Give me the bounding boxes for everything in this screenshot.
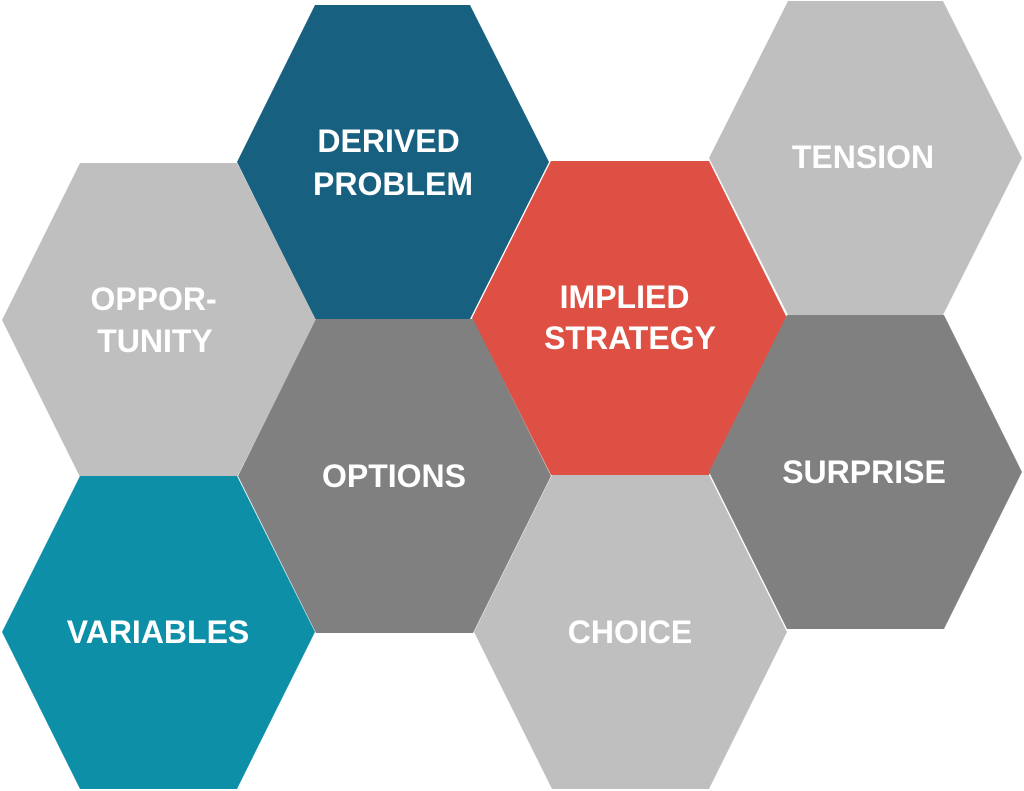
hex-options-shape xyxy=(238,319,551,633)
hex-tension-shape xyxy=(709,1,1022,315)
hex-implied-strategy: IMPLIED STRATEGY xyxy=(472,161,787,475)
hex-options: OPTIONS xyxy=(238,319,551,633)
hex-surprise: SURPRISE xyxy=(709,315,1022,629)
hex-tension: TENSION xyxy=(709,1,1022,315)
hex-tension-label-1: TENSION xyxy=(792,139,934,175)
hex-opportunity-shape xyxy=(2,163,316,477)
hex-choice-shape xyxy=(474,475,787,789)
svg-text:VARIABLES: VARIABLES xyxy=(67,614,250,650)
hex-opportunity-label-1: OPPOR- xyxy=(90,281,216,317)
hex-derived-problem: DERIVED PROBLEM xyxy=(237,5,549,319)
hex-choice-label-1: CHOICE xyxy=(568,614,692,650)
svg-text:TENSION: TENSION xyxy=(792,139,934,175)
hex-variables: VARIABLES xyxy=(2,476,315,789)
svg-text:CHOICE: CHOICE xyxy=(568,614,692,650)
hex-implied-strategy-label-1: IMPLIED xyxy=(560,279,690,315)
hex-opportunity: OPPOR- TUNITY xyxy=(2,163,316,477)
hex-options-label-1: OPTIONS xyxy=(322,458,466,494)
hex-choice: CHOICE xyxy=(474,475,787,789)
svg-text:IMPLIED STRATEGY: IMPLIED STRATEGY xyxy=(544,279,716,356)
svg-text:OPPOR- TUNITY: OPPOR- TUNITY xyxy=(90,281,225,359)
hex-derived-problem-shape xyxy=(237,5,549,319)
svg-text:DERIVED PROBLEM: DERIVED PROBLEM xyxy=(313,123,473,202)
hex-implied-strategy-label-2: STRATEGY xyxy=(544,320,716,356)
svg-text:SURPRISE: SURPRISE xyxy=(782,454,946,490)
hex-opportunity-label-2: TUNITY xyxy=(97,323,213,359)
hex-derived-problem-label-2: PROBLEM xyxy=(313,166,473,202)
hex-derived-problem-label-1: DERIVED xyxy=(317,123,459,159)
hex-surprise-label-1: SURPRISE xyxy=(782,454,946,490)
hex-surprise-shape xyxy=(709,315,1022,629)
hex-variables-label-1: VARIABLES xyxy=(67,614,250,650)
svg-text:OPTIONS: OPTIONS xyxy=(322,458,466,494)
hex-variables-shape xyxy=(2,476,315,789)
hex-implied-strategy-shape xyxy=(472,161,787,475)
